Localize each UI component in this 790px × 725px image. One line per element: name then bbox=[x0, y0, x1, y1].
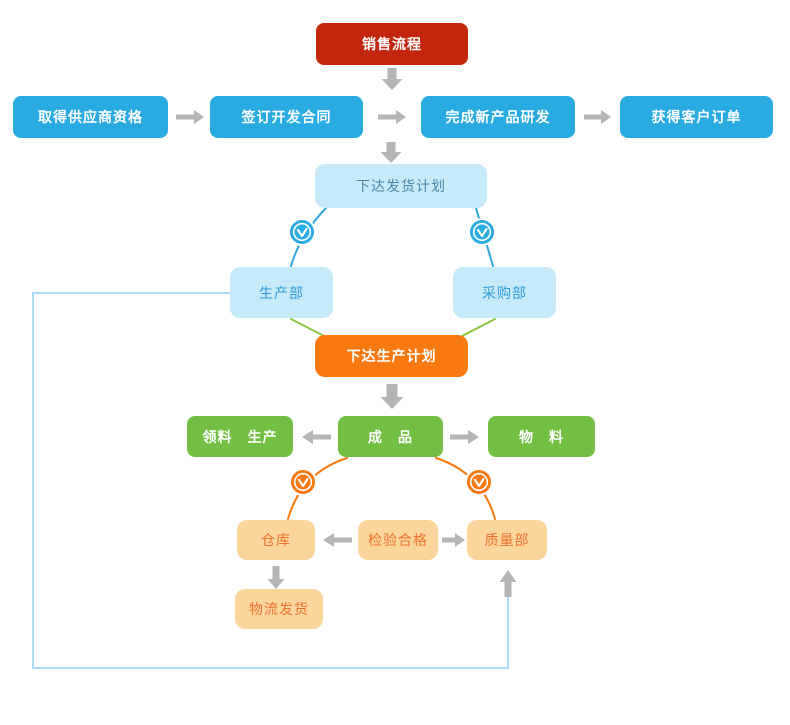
clock-icon bbox=[468, 218, 496, 246]
node-quality-dept: 质量部 bbox=[467, 520, 547, 560]
node-production-plan: 下达生产计划 bbox=[315, 335, 468, 377]
node-purchasing-dept: 采购部 bbox=[453, 267, 556, 318]
node-inspection-pass: 检验合格 bbox=[358, 520, 438, 560]
node-delivery-plan: 下达发货计划 bbox=[315, 164, 487, 208]
node-sales-process: 销售流程 bbox=[316, 23, 468, 65]
arrow-sales-to-row bbox=[381, 68, 403, 90]
arrow-plan-to-finished bbox=[380, 384, 404, 409]
node-picking-production: 领料 生产 bbox=[187, 416, 293, 457]
arrow-feedback-to-quality bbox=[499, 570, 517, 597]
node-production-dept: 生产部 bbox=[230, 267, 333, 318]
node-logistics-delivery: 物流发货 bbox=[235, 589, 323, 629]
arrow-inspection-to-warehouse bbox=[323, 533, 352, 547]
clock-icon bbox=[288, 218, 316, 246]
arrow-finished-to-picking bbox=[302, 430, 331, 444]
arrow-contract-to-rnd bbox=[378, 110, 406, 124]
node-new-product-rnd: 完成新产品研发 bbox=[421, 96, 575, 138]
clock-icon bbox=[465, 468, 493, 496]
clock-icon bbox=[289, 468, 317, 496]
line-production-to-plan bbox=[290, 318, 325, 337]
feedback-loop-line bbox=[32, 292, 509, 669]
arrow-warehouse-to-logistics bbox=[267, 566, 285, 589]
node-customer-order: 获得客户订单 bbox=[620, 96, 773, 138]
arrow-rnd-to-order bbox=[584, 110, 611, 124]
node-finished-product: 成 品 bbox=[338, 416, 443, 457]
node-warehouse: 仓库 bbox=[237, 520, 315, 560]
node-development-contract: 签订开发合同 bbox=[210, 96, 363, 138]
arrow-row-to-delivery-plan bbox=[380, 142, 402, 163]
line-purchasing-to-plan bbox=[461, 318, 496, 337]
node-material: 物 料 bbox=[488, 416, 595, 457]
arrow-supplier-to-contract bbox=[176, 110, 204, 124]
node-supplier-qualification: 取得供应商资格 bbox=[13, 96, 168, 138]
arrow-finished-to-material bbox=[450, 430, 479, 444]
arrow-inspection-to-quality bbox=[442, 533, 465, 547]
